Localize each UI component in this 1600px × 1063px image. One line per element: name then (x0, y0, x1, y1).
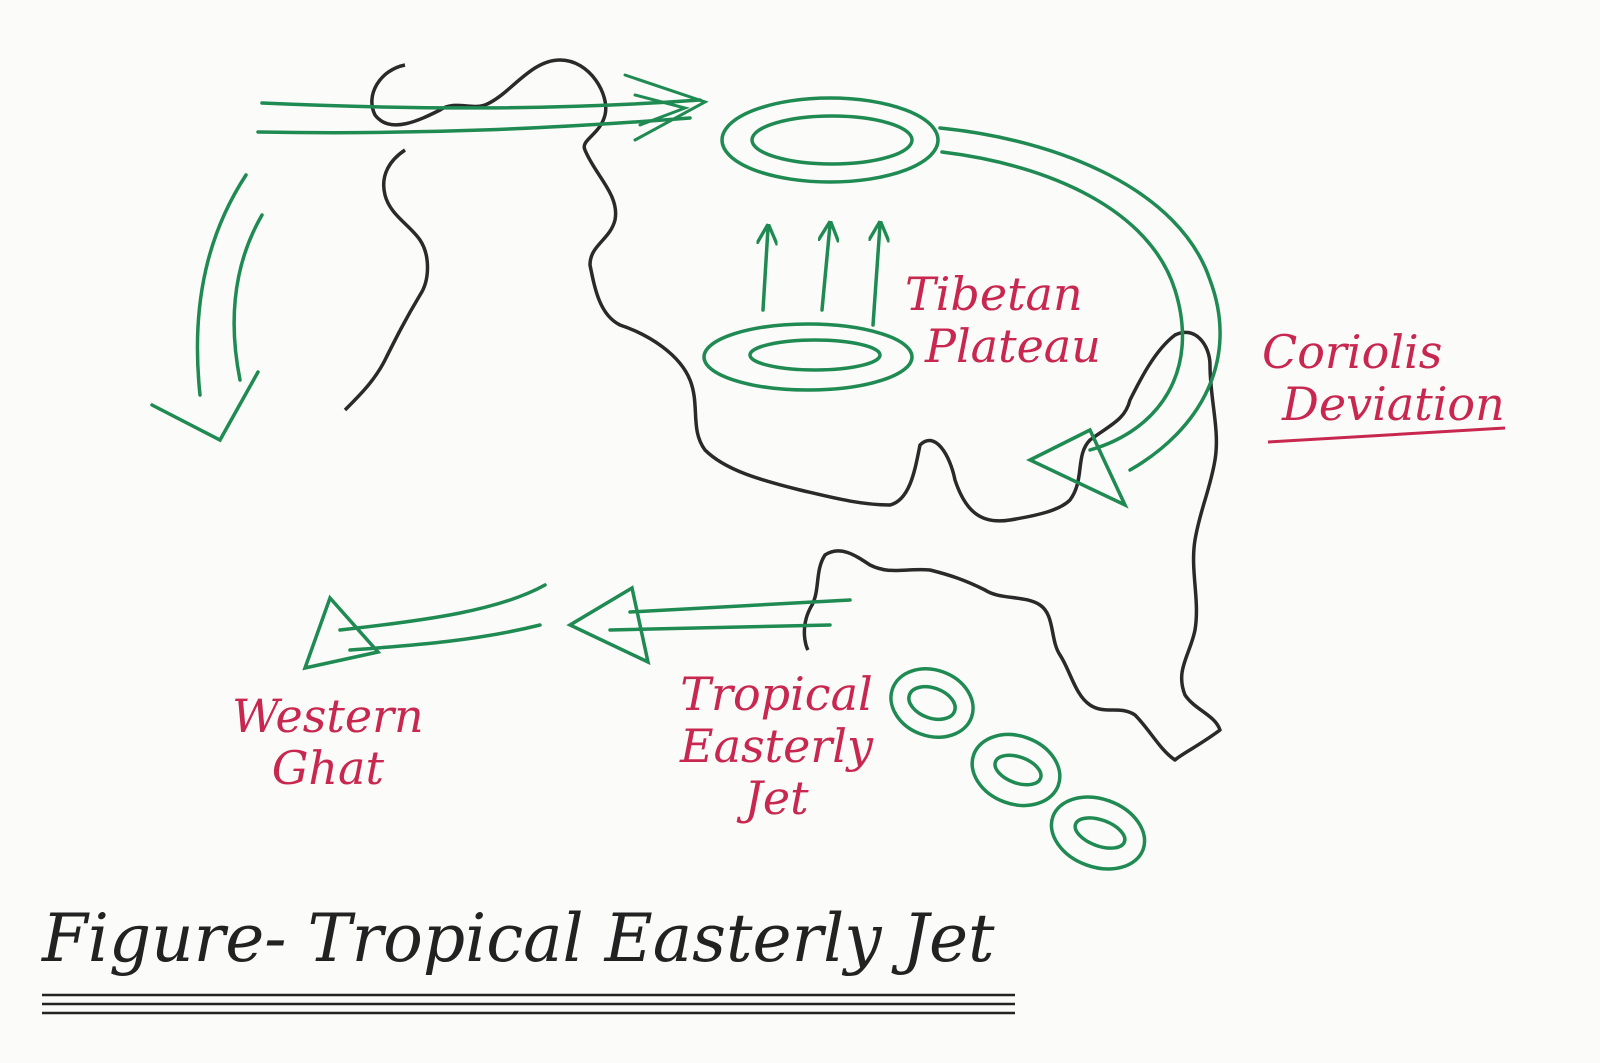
label-ghat-line-2: Ghat (271, 741, 384, 795)
label-western-ghat: Western Ghat (232, 690, 424, 794)
label-tibetan-plateau: Tibetan Plateau (905, 268, 1101, 372)
india-outline (370, 58, 1222, 762)
westerly-jet-arrows (256, 73, 709, 142)
bay-of-bengal-cells (889, 667, 1147, 871)
monsoon-westward-arrow (150, 173, 264, 443)
label-tej-line-3: Jet (744, 771, 809, 825)
rising-air-arrows (763, 225, 880, 327)
label-coriolis-line-1: Coriolis (1262, 325, 1443, 379)
label-tej-line-1: Tropical (680, 667, 873, 721)
coriolis-underline (1267, 426, 1506, 444)
label-coriolis-line-2: Deviation (1282, 377, 1505, 431)
label-ghat-line-1: Western (232, 689, 424, 743)
coriolis-deviation-arrow (938, 126, 1222, 509)
label-tropical-easterly-jet: Tropical Easterly Jet (680, 668, 873, 824)
figure-caption: Figure- Tropical Easterly Jet (42, 900, 995, 977)
label-tibetan-line-2: Plateau (925, 319, 1101, 373)
label-tej-line-2: Easterly (680, 719, 874, 773)
caption-underline (42, 993, 1015, 1015)
label-tibetan-line-1: Tibetan (905, 267, 1083, 321)
tropical-easterly-jet-arrows (302, 583, 852, 671)
label-coriolis-deviation: Coriolis Deviation (1262, 326, 1505, 430)
tibetan-plateau-cell (702, 322, 914, 392)
india-west-coast (343, 148, 430, 412)
upper-high-pressure-cell (720, 96, 940, 184)
